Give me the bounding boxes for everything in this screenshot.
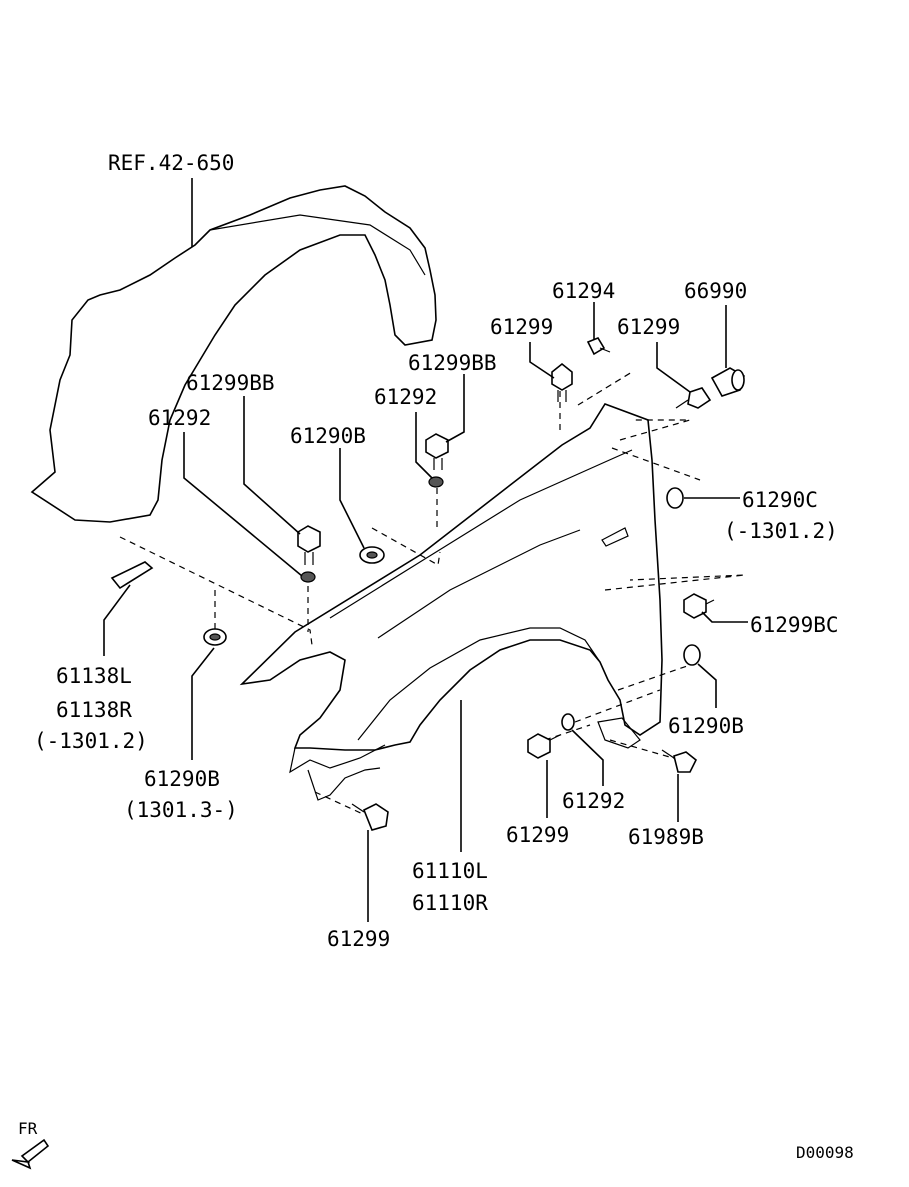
clip-61290c <box>666 487 684 509</box>
label-61290b-left-note: (1301.3-) <box>124 798 238 822</box>
leader-lines <box>103 302 748 922</box>
cap-66990 <box>710 367 745 397</box>
clip-61290b-center <box>359 546 385 564</box>
label-61110r: 61110R <box>412 891 488 915</box>
bolt-61299-bottom <box>351 803 389 831</box>
label-61299bc: 61299BC <box>750 613 839 637</box>
ref-label: REF.42-650 <box>108 151 234 175</box>
clip-61290b-left <box>203 628 227 646</box>
bolt-61299bc <box>683 593 715 619</box>
bolt-61299-top <box>551 362 573 402</box>
label-66990: 66990 <box>684 279 747 303</box>
front-fender <box>239 403 663 801</box>
bolt-61299bb-left <box>297 525 321 565</box>
front-direction-arrow-icon <box>11 1138 50 1170</box>
bolt-61989b <box>661 749 698 773</box>
label-61290b-left: 61290B <box>144 767 220 791</box>
label-61299-top-left: 61299 <box>490 315 553 339</box>
bolt-61299-right-top <box>675 387 712 409</box>
label-61290c-note: (-1301.2) <box>724 519 838 543</box>
label-61138-note: (-1301.2) <box>34 729 148 753</box>
label-61138l: 61138L <box>56 664 132 688</box>
label-61989b: 61989B <box>628 825 704 849</box>
label-61292-bottom: 61292 <box>562 789 625 813</box>
washer-61292-left <box>300 571 316 583</box>
washer-61292-bottom <box>561 713 575 731</box>
bolt-61299-bottom-mid <box>527 733 561 759</box>
label-61292-left: 61292 <box>148 406 211 430</box>
label-61110l: 61110L <box>412 859 488 883</box>
washer-61292-center <box>428 476 444 488</box>
label-61299-bottom-mid: 61299 <box>506 823 569 847</box>
inner-fender-liner <box>30 185 437 523</box>
label-61299-bottom: 61299 <box>327 927 390 951</box>
clip-61138 <box>110 561 154 590</box>
diagram-code: D00098 <box>796 1143 854 1162</box>
front-direction-label: FR <box>18 1119 38 1138</box>
label-61290b-right: 61290B <box>668 714 744 738</box>
label-61292-center: 61292 <box>374 385 437 409</box>
clip-61290b-right <box>683 644 701 666</box>
label-61299bb-center: 61299BB <box>408 351 497 375</box>
screw-61294 <box>586 337 611 356</box>
label-61290b-center: 61290B <box>290 424 366 448</box>
label-61299bb-left: 61299BB <box>186 371 275 395</box>
label-61138r: 61138R <box>56 698 132 722</box>
label-61290c: 61290C <box>742 488 818 512</box>
label-61294: 61294 <box>552 279 615 303</box>
bolt-61299bb-center <box>425 433 449 470</box>
label-61299-top-right: 61299 <box>617 315 680 339</box>
